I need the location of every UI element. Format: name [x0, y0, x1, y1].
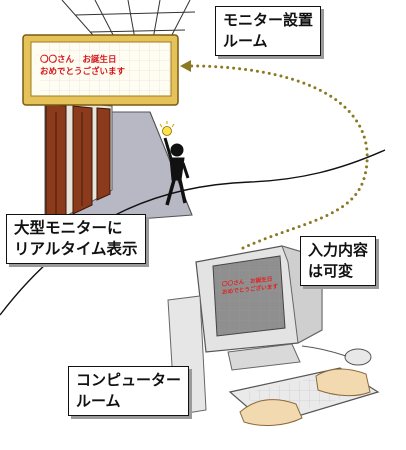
- monitor-room-label-line-2: ルーム: [223, 32, 268, 50]
- monitor-room-label: モニター設置 ルーム: [215, 6, 322, 56]
- person-figure: [163, 137, 190, 206]
- mouse: [344, 348, 372, 366]
- big-display-label: 大型モニターに リアルタイム表示: [6, 214, 146, 264]
- editable-content-label-line-1: 入力内容: [308, 241, 369, 259]
- sign-message-line-2: おめでとうございます: [40, 67, 126, 77]
- editable-content-label: 入力内容 は可変: [300, 236, 377, 286]
- computer-room-label-line-2: ルーム: [76, 392, 121, 410]
- door-2: [72, 105, 93, 215]
- door-3: [96, 107, 111, 201]
- sign-message-line-1: 〇〇さん お誕生日: [40, 55, 117, 65]
- idea-bulb-icon: [159, 121, 175, 136]
- computer-room-label-line-1: コンピューター: [76, 371, 182, 389]
- sign-message: 〇〇さん お誕生日 おめでとうございます: [40, 54, 125, 78]
- monitor-room-label-line-1: モニター設置: [223, 11, 314, 29]
- connection-dotted-line: [186, 64, 369, 250]
- editable-content-label-line-2: は可変: [308, 262, 354, 280]
- computer-room-label: コンピューター ルーム: [68, 366, 190, 416]
- large-monitor-sign: [22, 34, 179, 106]
- arrow-head-icon: [180, 60, 191, 72]
- big-display-label-line-1: 大型モニターに: [14, 219, 123, 237]
- big-display-label-line-2: リアルタイム表示: [14, 240, 138, 258]
- typing-hands: [239, 368, 371, 426]
